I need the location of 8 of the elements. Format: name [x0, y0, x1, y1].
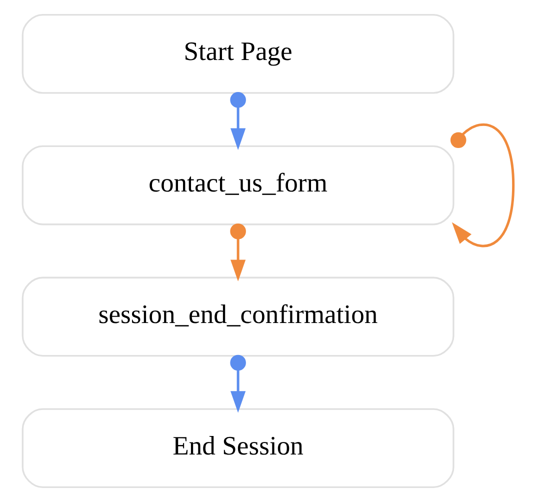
arrow — [450, 123, 514, 248]
node-box: contact_us_form — [21, 145, 454, 226]
node-box: Start Page — [21, 14, 454, 94]
arrow — [230, 92, 246, 150]
node-box: End Session — [21, 408, 454, 488]
arrow — [230, 354, 246, 413]
node-box: session_end_confirmation — [21, 276, 454, 357]
arrow — [230, 223, 246, 282]
